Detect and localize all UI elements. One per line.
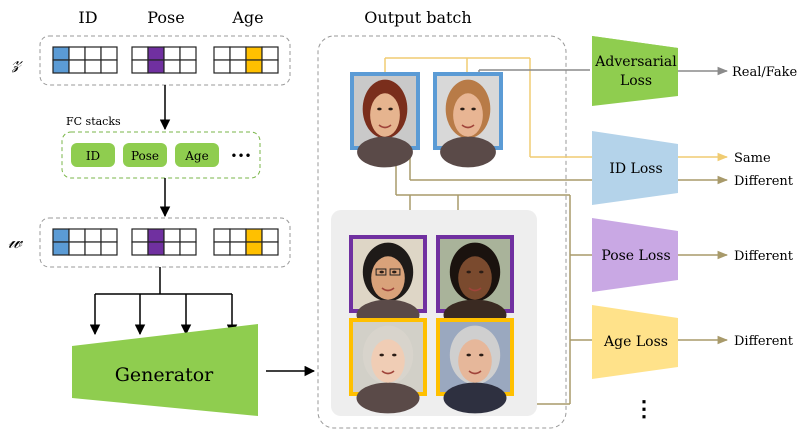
face-photo-young-woman-icon	[350, 72, 420, 168]
output-same: Same	[734, 151, 771, 166]
fc-stacks-box	[61, 131, 261, 179]
face-photo-elderly-woman-icon	[349, 318, 427, 414]
adversarial-loss-label-2: Loss	[620, 73, 652, 89]
face-photo-man-glasses-icon	[349, 235, 427, 331]
generator-label: Generator	[115, 364, 214, 386]
fc-stacks-title: FC stacks	[66, 115, 121, 128]
z-label: 𝓏	[11, 49, 23, 73]
pose-loss-block	[592, 218, 678, 292]
fc-chip-age	[175, 143, 219, 167]
output-real-fake: Real/Fake	[732, 65, 798, 80]
output-id-different: Different	[734, 174, 794, 189]
fc-chip-pose-label: Pose	[131, 149, 159, 163]
z-pose-code-grid	[131, 46, 197, 74]
z-id-code-grid	[52, 46, 118, 74]
pose-loss-label: Pose Loss	[601, 248, 670, 264]
output-batch-box	[317, 35, 567, 429]
output-pose-different: Different	[734, 249, 794, 264]
w-latent-box	[39, 217, 291, 268]
fc-chip-age-label: Age	[184, 149, 208, 163]
z-age-code-grid	[213, 46, 279, 74]
w-label: 𝓌	[8, 229, 24, 253]
fc-more-dots: •••	[230, 149, 251, 163]
face-photo-woman-smiling-icon	[433, 72, 503, 168]
header-pose: Pose	[147, 8, 184, 27]
face-photo-woman-curly-hair-icon	[436, 235, 514, 331]
adversarial-loss-label-1: Adversarial	[594, 54, 677, 70]
output-age-different: Different	[734, 334, 794, 349]
id-loss-label: ID Loss	[609, 161, 662, 177]
connection-lines	[384, 57, 592, 405]
output-batch-title: Output batch	[364, 8, 471, 27]
face-photo-elderly-man-icon	[436, 318, 514, 414]
fc-chip-id-label: ID	[86, 149, 100, 163]
age-loss-label: Age Loss	[603, 334, 668, 350]
fc-chip-pose	[123, 143, 167, 167]
id-loss-block	[592, 131, 678, 205]
fc-chip-id	[71, 143, 115, 167]
w-pose-code-grid	[131, 228, 197, 256]
more-losses-dots: ⋮	[633, 396, 655, 422]
header-age: Age	[231, 8, 263, 27]
w-age-code-grid	[213, 228, 279, 256]
generator-block	[72, 324, 258, 416]
header-id: ID	[78, 8, 97, 27]
age-loss-block	[592, 305, 678, 379]
w-id-code-grid	[52, 228, 118, 256]
